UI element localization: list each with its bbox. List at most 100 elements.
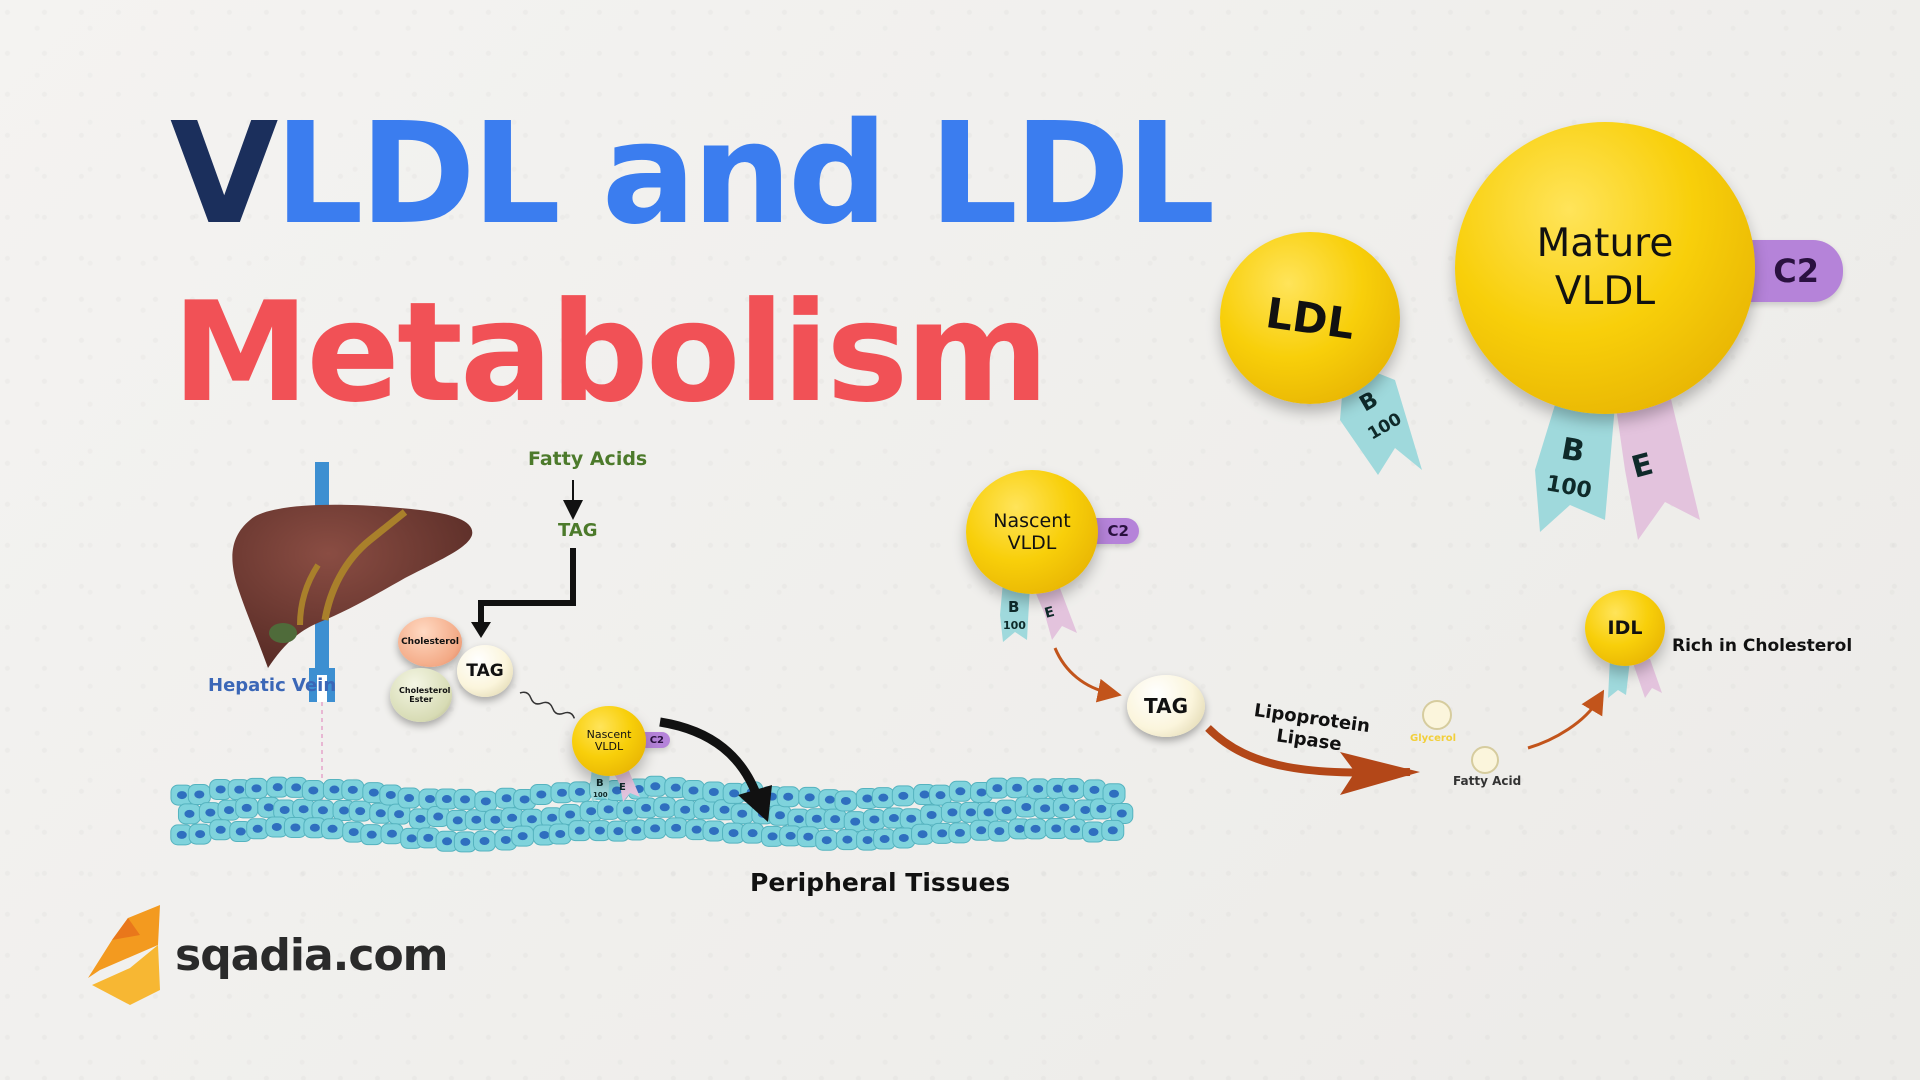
tissue-cell-nucleus [500, 835, 511, 844]
title-letter-v: V [170, 93, 278, 256]
tissue-cell-nucleus [386, 829, 397, 838]
tissue-cell-nucleus [1089, 785, 1100, 794]
tissue-cell-nucleus [215, 785, 226, 794]
tissue-cell-nucleus [385, 790, 396, 799]
tissue-cell-nucleus [1068, 784, 1079, 793]
tissue-cell-nucleus [441, 795, 452, 804]
tissue-cell-nucleus [1021, 802, 1032, 811]
tissue-cell-nucleus [556, 788, 567, 797]
tissue-cell-nucleus [263, 803, 274, 812]
tissue-cell-nucleus [404, 794, 415, 803]
tissue-cell-nucleus [1001, 806, 1012, 815]
nascent-left-c2-label: C2 [649, 734, 664, 746]
tissue-cell-nucleus [547, 813, 558, 822]
mature-apo-e-ribbon: E [1615, 395, 1700, 540]
tissue-cell-nucleus [375, 809, 386, 818]
rich-in-cholesterol-label: Rich in Cholesterol [1672, 636, 1853, 656]
tissue-cell-nucleus [688, 786, 699, 795]
tissue-cell-nucleus [898, 791, 909, 800]
tissue-cell-nucleus [433, 812, 444, 821]
tissue-cell-nucleus [460, 837, 471, 846]
tissue-cell-nucleus [507, 813, 518, 822]
tag-label: TAG [558, 520, 598, 541]
tissue-cell-nucleus [1116, 809, 1127, 818]
tissue-cell-nucleus [612, 786, 623, 795]
cholesterol-ester-label: Cholesterol Ester [399, 686, 451, 704]
title-line-2: Metabolism [172, 272, 1049, 433]
tissue-cell-nucleus [641, 803, 652, 812]
tissue-cell-nucleus [775, 811, 786, 820]
tissue-cell-nucleus [603, 805, 614, 814]
tissue-cell-nucleus [252, 824, 263, 833]
tissue-cell-nucleus [811, 814, 822, 823]
tissue-cell-nucleus [719, 805, 730, 814]
tissue-cell-nucleus [348, 828, 359, 837]
svg-text:E: E [1043, 604, 1056, 622]
tag-ball-right: TAG [1127, 675, 1205, 737]
tissue-cell-nucleus [526, 815, 537, 824]
svg-text:100: 100 [1003, 619, 1026, 632]
tissue-cell-nucleus [539, 830, 550, 839]
tissue-cell-nucleus [830, 815, 841, 824]
squiggle-arrow [519, 691, 576, 719]
nascent-right-apo-e-ribbon: E [1032, 583, 1077, 640]
tissue-cell-nucleus [194, 790, 205, 799]
tissue-cell-nucleus [1070, 825, 1081, 834]
tissue-cell-nucleus [490, 815, 501, 824]
mature-apo-b100-ribbon: B 100 [1535, 395, 1615, 532]
tissue-cell-nucleus [215, 825, 226, 834]
tissue-cell-nucleus [937, 829, 948, 838]
tissue-cell-nucleus [917, 830, 928, 839]
tissue-cell-nucleus [613, 827, 624, 836]
tissue-cell-nucleus [339, 806, 350, 815]
tissue-cell-nucleus [355, 807, 366, 816]
tissue-cell-nucleus [424, 795, 435, 804]
tissue-cell-nucleus [480, 797, 491, 806]
tissue-cell-nucleus [680, 805, 691, 814]
brand-name[interactable]: sqadia.com [175, 930, 449, 981]
tissue-cell-nucleus [821, 836, 832, 845]
tissue-cell-nucleus [1059, 803, 1070, 812]
nascent-vldl-right-ball: Nascent VLDL [966, 470, 1098, 594]
idl-ribbons [1608, 658, 1662, 698]
tissue-cell-nucleus [691, 825, 702, 834]
tissue-cell-nucleus [368, 788, 379, 797]
tissue-cell-nucleus [279, 805, 290, 814]
title-vldl-and-ldl: LDL and LDL [274, 93, 1215, 256]
tissue-cell-nucleus [955, 787, 966, 796]
nascent-vldl-right-line2: VLDL [1007, 532, 1057, 554]
tissue-cell-nucleus [235, 827, 246, 836]
tissue-cell-nucleus [803, 832, 814, 841]
tissue-cell-nucleus [1107, 826, 1118, 835]
tissue-cell-nucleus [471, 815, 482, 824]
tissue-cell-nucleus [671, 823, 682, 832]
to-tissue-arrow [659, 717, 765, 807]
tissue-cell-nucleus [308, 786, 319, 795]
tissue-cell-nucleus [241, 803, 252, 812]
tissue-cell-nucleus [184, 809, 195, 818]
nascent-left-apo-b100-ribbon: B 100 [590, 768, 610, 802]
tissue-cell-nucleus [919, 790, 930, 799]
tissue-cell-nucleus [906, 814, 917, 823]
tissue-cell-nucleus [898, 833, 909, 842]
tissue-cell-nucleus [394, 810, 405, 819]
tag-ball-left: TAG [457, 645, 513, 697]
tissue-cell-nucleus [519, 795, 530, 804]
tissue-cell-nucleus [708, 826, 719, 835]
tissue-cell-nucleus [536, 790, 547, 799]
tissue-cell-nucleus [670, 783, 681, 792]
tissue-cell-nucleus [1052, 784, 1063, 793]
nascent-right-apo-b100-ribbon: B 100 [1000, 582, 1030, 642]
liver-illustration [232, 504, 473, 668]
peripheral-tissues-label: Peripheral Tissues [750, 868, 1011, 897]
tissue-cell-nucleus [842, 835, 853, 844]
tissue-cell-nucleus [708, 788, 719, 797]
cholesterol-label: Cholesterol [401, 637, 459, 647]
fatty-acid-ball [1471, 746, 1499, 774]
tissue-cell-nucleus [1014, 824, 1025, 833]
tissue-cell-nucleus [888, 814, 899, 823]
glycerol-label: Glycerol [1410, 733, 1457, 744]
tissue-cell-nucleus [1033, 784, 1044, 793]
tissue-cell-nucleus [317, 806, 328, 815]
